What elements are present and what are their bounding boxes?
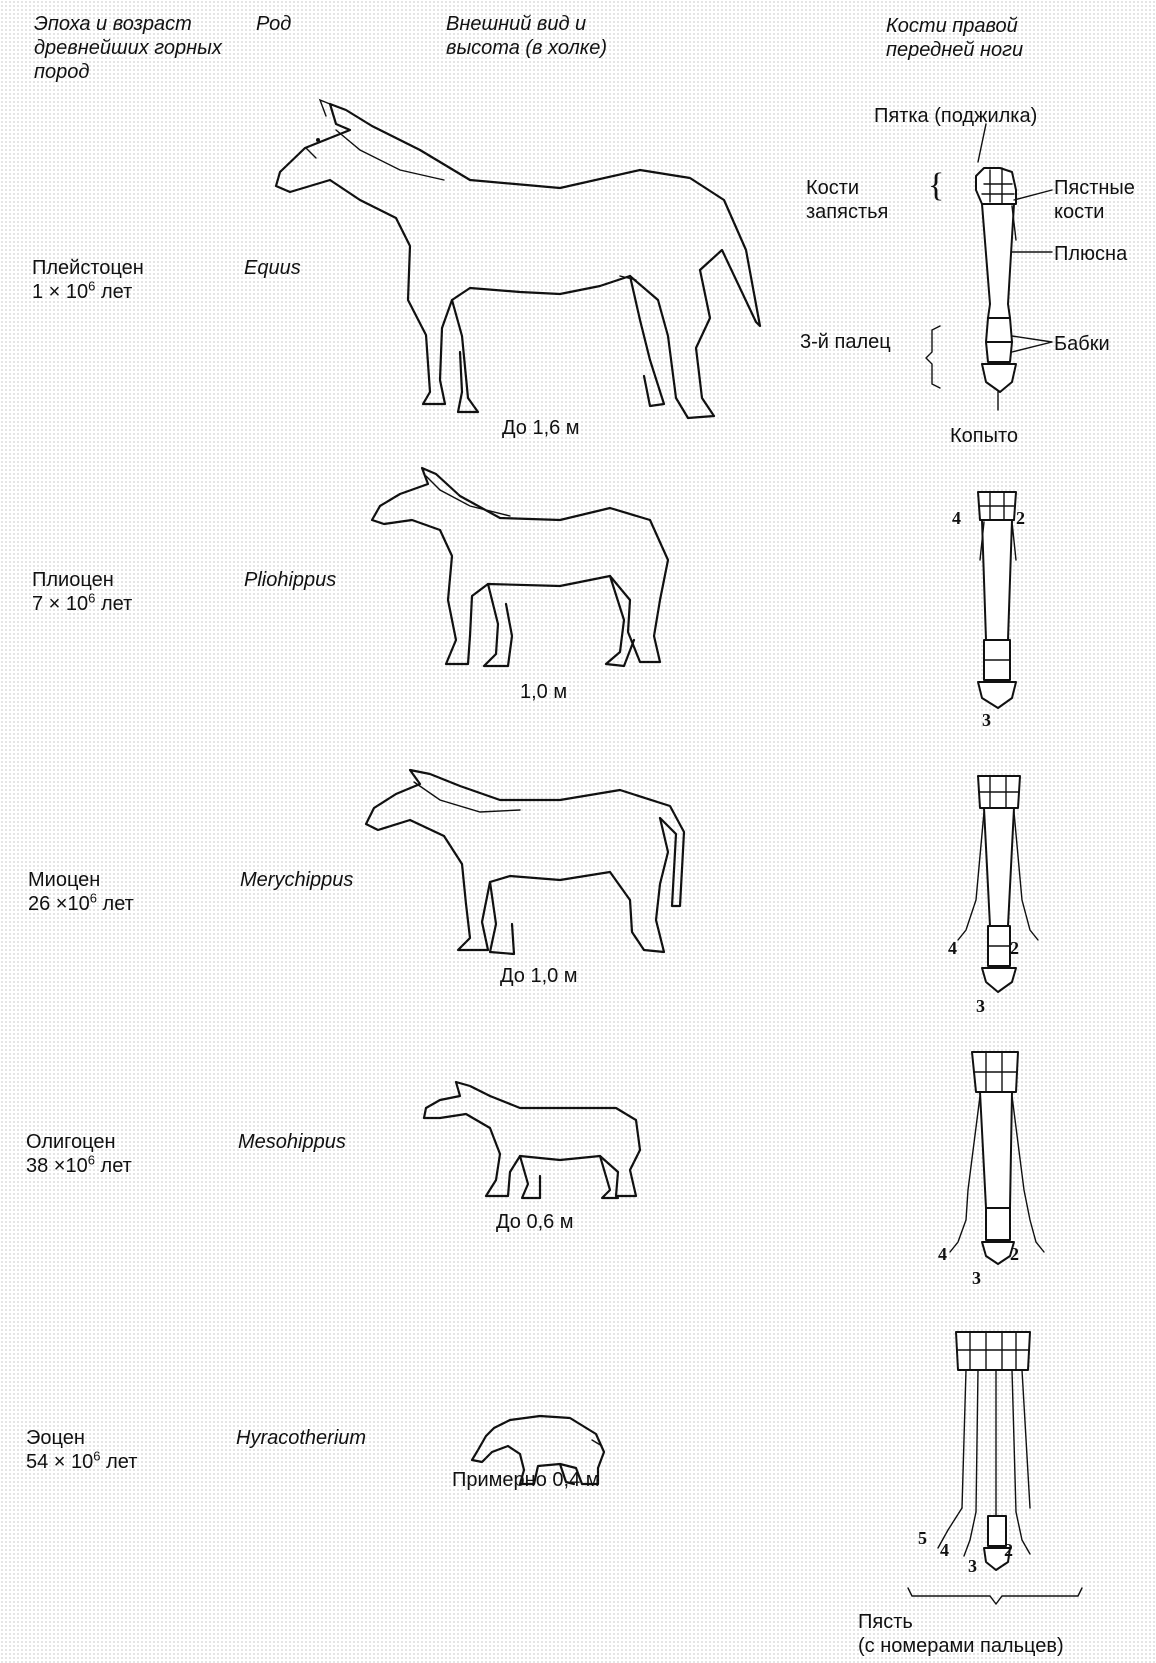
height-label: 1,0 м: [520, 680, 567, 704]
digit-number: 2: [1010, 1244, 1019, 1265]
epoch-label: Эоцен 54 × 106 лет: [26, 1426, 137, 1474]
digit-number: 2: [1004, 1540, 1013, 1561]
height-label: Примерно 0,4 м: [452, 1468, 600, 1492]
digit-number: 2: [1010, 938, 1019, 959]
digit-number: 4: [948, 938, 957, 959]
genus-label: Equus: [244, 256, 301, 280]
metatarsus-label: Плюсна: [1054, 242, 1127, 266]
merychippus-drawing: [366, 770, 684, 954]
digit-number: 3: [968, 1556, 977, 1577]
digit-number: 4: [938, 1244, 947, 1265]
carpals-label: Кости запястья: [806, 176, 888, 224]
third-finger-label: 3-й палец: [800, 330, 891, 354]
pliohippus-leg-bones: [978, 492, 1016, 708]
genus-label: Merychippus: [240, 868, 353, 892]
equus-horse-drawing: [276, 100, 760, 418]
header-appearance: Внешний вид и высота (в холке): [446, 12, 656, 60]
hyracotherium-leg-bones: [908, 1332, 1082, 1604]
metacarpals-label: Пястные кости: [1054, 176, 1135, 224]
epoch-label: Плейстоцен 1 × 106 лет: [32, 256, 144, 304]
genus-label: Mesohippus: [238, 1130, 346, 1154]
pasterns-label: Бабки: [1054, 332, 1110, 356]
mesohippus-leg-bones: [950, 1052, 1044, 1264]
epoch-label: Миоцен 26 ×106 лет: [28, 868, 134, 916]
digit-number: 4: [940, 1540, 949, 1561]
digit-number: 3: [976, 996, 985, 1017]
digit-number: 3: [972, 1268, 981, 1289]
equus-leg-bones: [976, 168, 1016, 410]
heel-label: Пятка (поджилка): [874, 104, 1037, 128]
genus-label: Pliohippus: [244, 568, 336, 592]
height-label: До 1,6 м: [502, 416, 580, 440]
digit-number: 3: [982, 710, 991, 731]
digit-number: 5: [918, 1528, 927, 1549]
hoof-label: Копыто: [950, 424, 1018, 448]
digit-number: 2: [1016, 508, 1025, 529]
digit-number: 4: [952, 508, 961, 529]
height-label: До 1,0 м: [500, 964, 578, 988]
height-label: До 0,6 м: [496, 1210, 574, 1234]
hand-label: Пясть (с номерами пальцев): [858, 1610, 1064, 1658]
epoch-label: Плиоцен 7 × 106 лет: [32, 568, 132, 616]
epoch-label: Олигоцен 38 ×106 лет: [26, 1130, 132, 1178]
pliohippus-drawing: [372, 468, 668, 666]
genus-label: Hyracotherium: [236, 1426, 366, 1450]
mesohippus-drawing: [424, 1082, 640, 1198]
header-epoch: Эпоха и возраст древнейших горных пород: [34, 12, 230, 84]
svg-text:{: {: [928, 167, 944, 204]
header-genus: Род: [256, 12, 291, 36]
header-bones: Кости правой передней ноги: [886, 14, 1096, 62]
merychippus-leg-bones: [958, 776, 1038, 992]
